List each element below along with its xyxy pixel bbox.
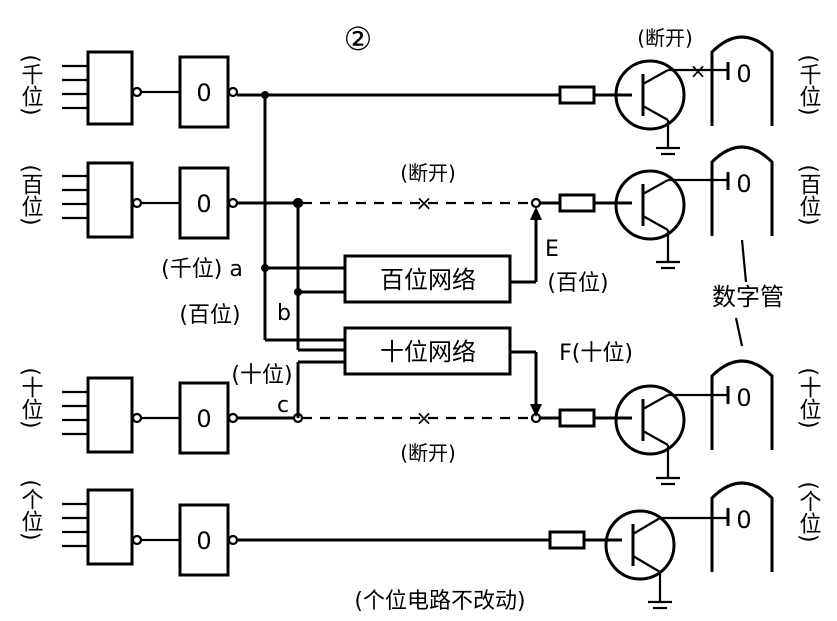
display-tube-tens bbox=[710, 359, 774, 450]
open-label-top: (断开) bbox=[637, 26, 693, 50]
node-b-main: b bbox=[277, 301, 291, 326]
break-mark-thousands: × bbox=[690, 59, 707, 83]
left-label-hundreds: (百位) bbox=[18, 164, 44, 225]
transistor-hundreds bbox=[614, 169, 686, 241]
resistor-tens bbox=[558, 408, 596, 428]
node-c-label: (十位) bbox=[231, 363, 292, 388]
counter-thousands-text: 0 bbox=[196, 79, 211, 107]
network-wiring: 百位网络 十位网络 (千位) a b (百位) (十位) c E (百位) F(… bbox=[161, 91, 633, 418]
left-label-units: (个位) bbox=[18, 479, 44, 540]
row-units: (个位) 0 0 (个位) bbox=[18, 479, 822, 610]
display-tube-label: 数字管 bbox=[712, 283, 784, 311]
right-label-tens: (十位) bbox=[796, 367, 822, 428]
open-label-hundreds: (断开) bbox=[400, 161, 456, 185]
counter-tens bbox=[178, 381, 230, 455]
hundreds-network bbox=[343, 254, 512, 304]
row-tens: (十位) 0 × (断开) 0 (十位) bbox=[18, 359, 822, 486]
row-thousands: (千位) 0 × (断开) 0 (千位) bbox=[18, 26, 822, 156]
tens-network-label: 十位网络 bbox=[380, 338, 476, 366]
hundreds-network-label: 百位网络 bbox=[380, 266, 476, 294]
counter-hundreds bbox=[178, 166, 230, 240]
transistor-units bbox=[604, 509, 676, 581]
decoder-gate-hundreds bbox=[86, 161, 134, 239]
node-a-label: (千位) a bbox=[161, 257, 243, 282]
decoder-gate-thousands bbox=[86, 50, 134, 126]
decoder-gate-tens bbox=[86, 376, 134, 454]
node-f-label: F(十位) bbox=[559, 341, 633, 366]
tube-text-hundreds: 0 bbox=[736, 170, 751, 198]
footer-note: (个位电路不改动) bbox=[354, 589, 525, 614]
tube-text-thousands: 0 bbox=[736, 60, 751, 88]
figure-number: ② bbox=[344, 20, 373, 58]
right-label-thousands: (千位) bbox=[796, 54, 822, 115]
counter-hundreds-text: 0 bbox=[196, 190, 211, 218]
node-b-label: (百位) bbox=[179, 303, 240, 328]
node-c-main: c bbox=[277, 393, 289, 418]
break-mark-hundreds: × bbox=[416, 191, 433, 215]
counter-units-text: 0 bbox=[196, 527, 211, 555]
counter-tens-text: 0 bbox=[196, 405, 211, 433]
node-e-label: (百位) bbox=[547, 271, 608, 296]
transistor-thousands bbox=[614, 59, 686, 131]
tube-text-units: 0 bbox=[736, 506, 751, 534]
left-label-thousands: (千位) bbox=[18, 54, 44, 115]
transistor-tens bbox=[614, 384, 686, 456]
resistor-hundreds bbox=[558, 193, 596, 213]
decoder-gate-units bbox=[86, 488, 134, 566]
left-label-tens: (十位) bbox=[18, 367, 44, 428]
open-label-tens: (断开) bbox=[400, 441, 456, 465]
tube-text-tens: 0 bbox=[736, 384, 751, 412]
break-mark-tens: × bbox=[416, 406, 433, 430]
node-e-main: E bbox=[545, 237, 559, 262]
row-hundreds: (百位) 0 × (断开) 0 (百位) bbox=[18, 145, 822, 270]
display-tube-hundreds bbox=[710, 145, 774, 236]
right-label-units: (个位) bbox=[796, 481, 822, 542]
resistor-thousands bbox=[558, 85, 596, 105]
right-label-hundreds: (百位) bbox=[796, 164, 822, 225]
resistor-units bbox=[548, 530, 586, 550]
display-tube-thousands bbox=[710, 35, 774, 126]
display-tube-units bbox=[710, 481, 774, 572]
